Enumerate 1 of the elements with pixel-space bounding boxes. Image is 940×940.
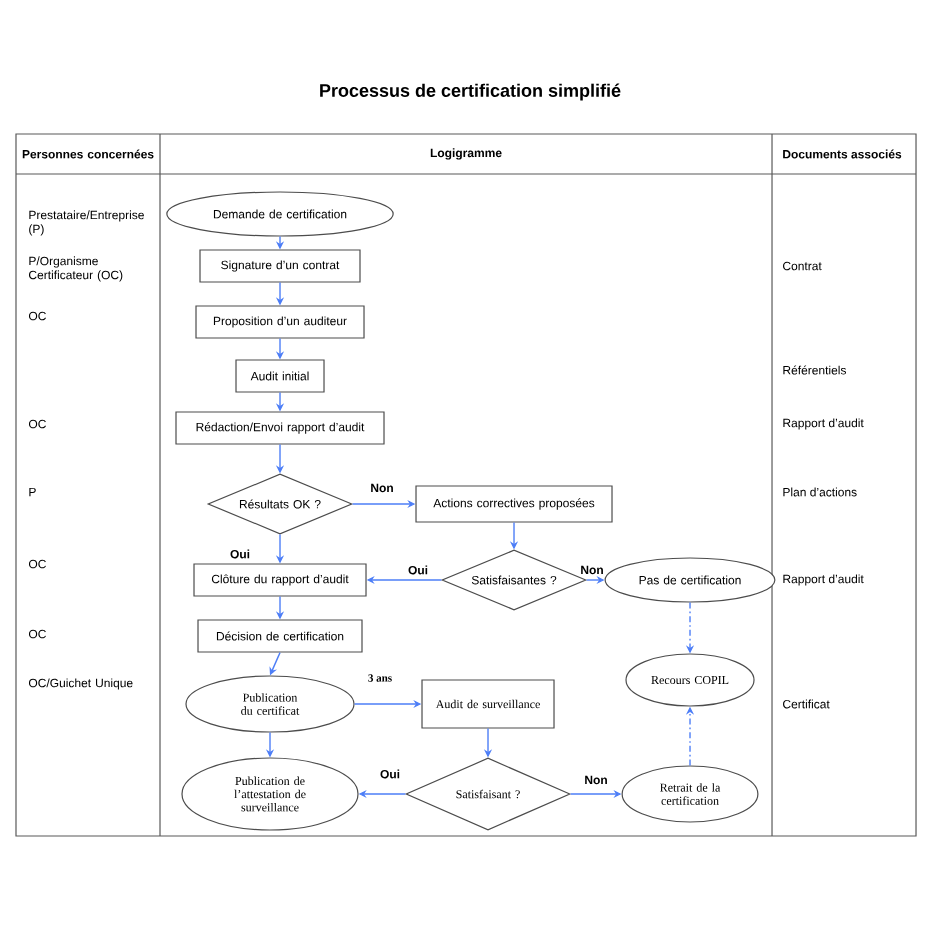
title: Processus de certification simplifié [320,83,621,101]
